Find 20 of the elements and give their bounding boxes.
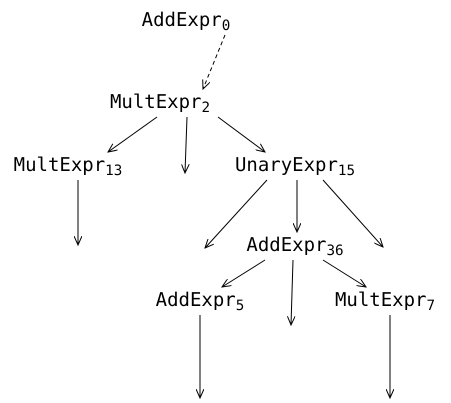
node-label: AddExpr$_{36}$	[246, 233, 344, 257]
arrow	[222, 260, 266, 288]
node-label: MultExpr$_{7}$	[334, 288, 436, 312]
arrow	[292, 180, 302, 232]
node-label: AddExpr$_{5}$	[156, 288, 244, 312]
arrow	[108, 116, 158, 152]
arrow	[74, 180, 82, 246]
arrow	[322, 180, 384, 248]
arrow	[180, 116, 190, 174]
arrow	[218, 116, 266, 152]
arrow	[386, 314, 394, 398]
arrow	[196, 314, 204, 398]
node-label: UnaryExpr$_{15}$	[234, 153, 356, 177]
node-label: AddExpr$_{0}$	[142, 8, 230, 32]
arrow	[286, 260, 296, 326]
node-label: MultExpr$_{13}$	[14, 153, 122, 177]
arrow	[202, 34, 226, 90]
arrow	[204, 180, 268, 248]
node-label: MultExpr$_{2}$	[110, 90, 210, 114]
arrow	[322, 260, 366, 288]
